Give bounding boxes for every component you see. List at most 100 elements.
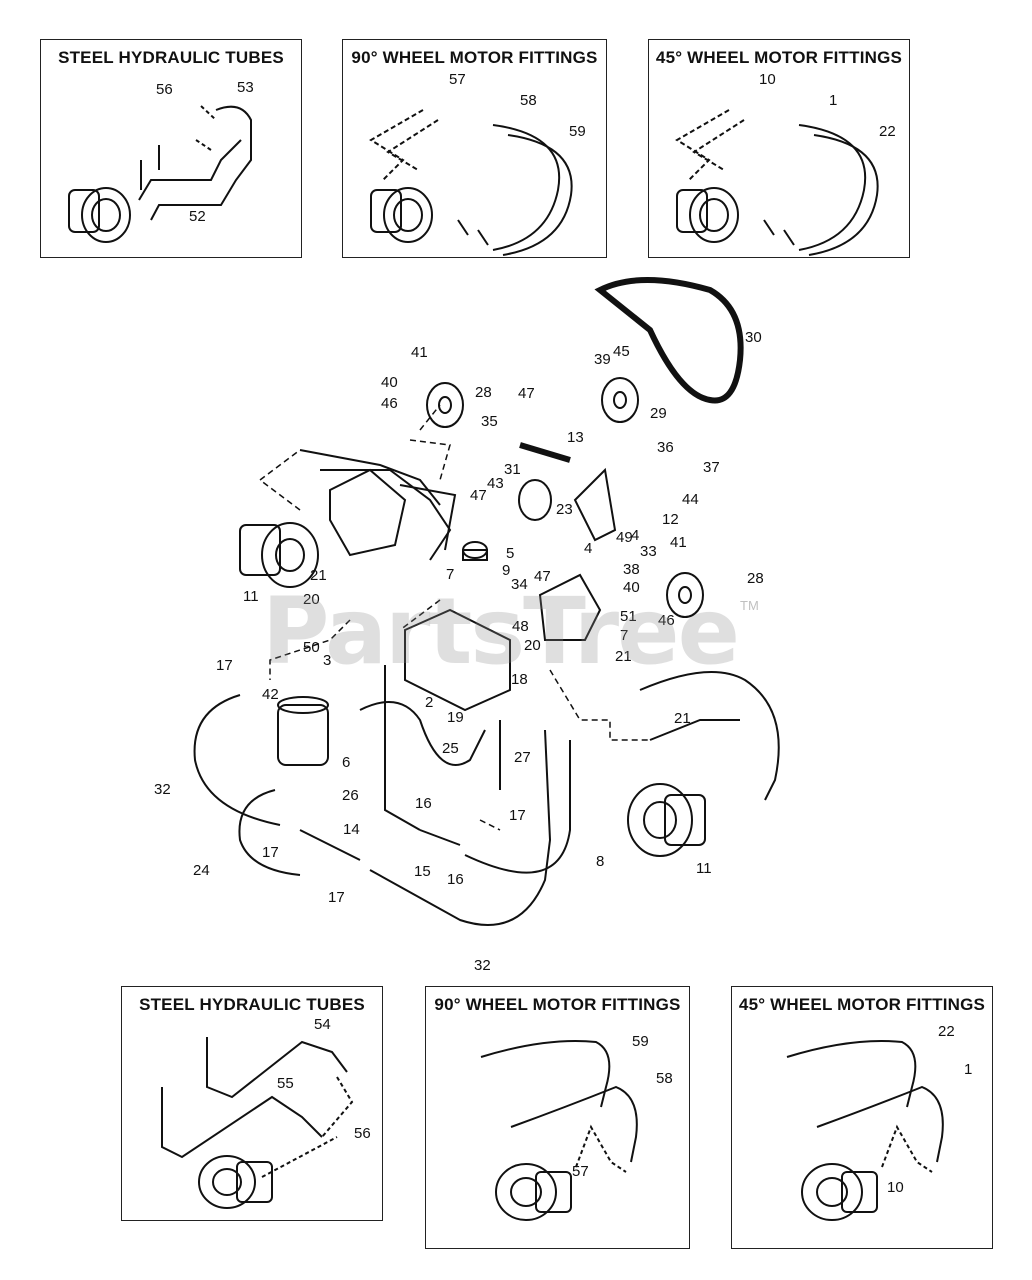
- steel-tubes-drawing: 54 55 56: [161, 1016, 371, 1209]
- inset-bottom-steel-tubes: STEEL HYDRAULIC TUBES 54 55 56: [121, 986, 383, 1221]
- inset-bottom-90-fittings: 90° WHEEL MOTOR FITTINGS 59 58 57: [425, 986, 690, 1249]
- callout-50: 50: [303, 639, 320, 656]
- callout-1: 1: [829, 92, 837, 109]
- callout-17b: 17: [509, 807, 526, 824]
- callout-25: 25: [442, 740, 459, 757]
- callout-46: 46: [381, 395, 398, 412]
- callout-53: 53: [237, 79, 254, 96]
- callout-1: 1: [964, 1061, 972, 1078]
- callout-32: 32: [154, 781, 171, 798]
- callout-59: 59: [569, 123, 586, 140]
- callout-33: 33: [640, 543, 657, 560]
- partstree-watermark: PartsTree: [262, 578, 740, 685]
- callout-15: 15: [414, 863, 431, 880]
- callout-36: 36: [657, 439, 674, 456]
- callout-32b: 32: [474, 957, 491, 974]
- callout-49: 49: [616, 529, 633, 546]
- steel-tubes-drawing: 56 53 52: [68, 79, 254, 243]
- fittings-45-drawing: 22 1 10: [786, 1023, 972, 1221]
- callout-24: 24: [193, 862, 210, 879]
- inset-title: STEEL HYDRAULIC TUBES: [139, 995, 365, 1014]
- callout-21: 21: [310, 567, 327, 584]
- callout-26: 26: [342, 787, 359, 804]
- callout-21b: 21: [615, 648, 632, 665]
- callout-7: 7: [620, 627, 628, 644]
- callout-40: 40: [381, 374, 398, 391]
- callout-16b: 16: [447, 871, 464, 888]
- callout-43: 43: [487, 475, 504, 492]
- inset-top-45-fittings: 45° WHEEL MOTOR FITTINGS 10 1 22: [648, 39, 910, 258]
- callout-58: 58: [520, 92, 537, 109]
- callout-56: 56: [156, 81, 173, 98]
- callout-23: 23: [556, 501, 573, 518]
- callout-47c: 47: [534, 568, 551, 585]
- callout-10: 10: [759, 71, 776, 88]
- callout-4b: 4: [584, 540, 592, 557]
- callout-17c: 17: [262, 844, 279, 861]
- callout-20b: 20: [524, 637, 541, 654]
- inset-title: STEEL HYDRAULIC TUBES: [58, 48, 284, 67]
- callout-11b: 11: [696, 860, 712, 877]
- callout-21c: 21: [674, 710, 691, 727]
- callout-30: 30: [745, 329, 762, 346]
- callout-17: 17: [216, 657, 233, 674]
- callout-46b: 46: [658, 612, 675, 629]
- callout-8: 8: [596, 853, 604, 870]
- callout-42: 42: [262, 686, 279, 703]
- callout-41: 41: [411, 344, 428, 361]
- callout-40b: 40: [623, 579, 640, 596]
- callout-34: 34: [511, 576, 528, 593]
- callout-14: 14: [343, 821, 360, 838]
- callout-56: 56: [354, 1125, 371, 1142]
- callout-31: 31: [504, 461, 521, 478]
- callout-41b: 41: [670, 534, 687, 551]
- callout-44: 44: [682, 491, 699, 508]
- inset-top-steel-tubes: STEEL HYDRAULIC TUBES 56 53 52: [40, 39, 302, 258]
- callout-4: 4: [631, 527, 639, 544]
- callout-52: 52: [189, 208, 206, 225]
- callout-37: 37: [703, 459, 720, 476]
- trademark-mark: TM: [740, 598, 759, 613]
- callout-20: 20: [303, 591, 320, 608]
- inset-top-90-fittings: 90° WHEEL MOTOR FITTINGS 57 58 59: [342, 39, 607, 258]
- callout-55: 55: [277, 1075, 294, 1092]
- callout-57: 57: [449, 71, 466, 88]
- fittings-90-drawing: 57 58 59: [369, 71, 586, 256]
- callout-19: 19: [447, 709, 464, 726]
- callout-54: 54: [314, 1016, 331, 1033]
- callout-59: 59: [632, 1033, 649, 1050]
- callout-22: 22: [938, 1023, 955, 1040]
- inset-bottom-45-fittings: 45° WHEEL MOTOR FITTINGS 22 1 10: [731, 986, 993, 1249]
- callout-11: 11: [243, 588, 259, 605]
- callout-45: 45: [613, 343, 630, 360]
- callout-13: 13: [567, 429, 584, 446]
- callout-22: 22: [879, 123, 896, 140]
- callout-12: 12: [662, 511, 679, 528]
- callout-47b: 47: [470, 487, 487, 504]
- callout-29: 29: [650, 405, 667, 422]
- callout-5: 5: [506, 545, 514, 562]
- inset-title: 45° WHEEL MOTOR FITTINGS: [738, 995, 986, 1014]
- callout-47: 47: [518, 385, 535, 402]
- callout-57: 57: [572, 1163, 589, 1180]
- callout-38: 38: [623, 561, 640, 578]
- callout-39: 39: [594, 351, 611, 368]
- callout-7b: 7: [446, 566, 454, 583]
- callout-35: 35: [481, 413, 498, 430]
- inset-title: 90° WHEEL MOTOR FITTINGS: [434, 995, 681, 1014]
- callout-9: 9: [502, 562, 510, 579]
- callout-3: 3: [323, 652, 331, 669]
- callout-18: 18: [511, 671, 528, 688]
- callout-27: 27: [514, 749, 531, 766]
- callout-58: 58: [656, 1070, 673, 1087]
- callout-17d: 17: [328, 889, 345, 906]
- callout-2: 2: [425, 694, 433, 711]
- callout-28b: 28: [747, 570, 764, 587]
- inset-title: 45° WHEEL MOTOR FITTINGS: [655, 48, 903, 67]
- fittings-45-drawing: 10 1 22: [675, 71, 896, 256]
- callout-10: 10: [887, 1179, 904, 1196]
- callout-48: 48: [512, 618, 529, 635]
- callout-16: 16: [415, 795, 432, 812]
- fittings-90-drawing: 59 58 57: [480, 1033, 673, 1221]
